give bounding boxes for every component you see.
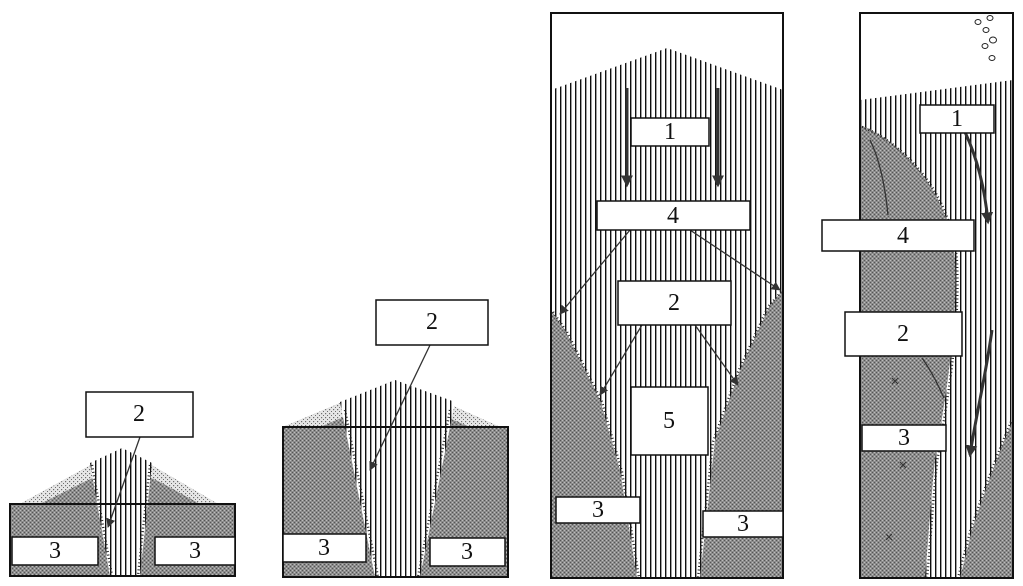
panel-c-label-left: 3 [555, 496, 641, 524]
panel-a-speckled-edge [90, 464, 152, 577]
panel-d-label-top: 1 [919, 104, 995, 134]
panel-a-label-dome: 2 [85, 391, 194, 438]
svg-text:3: 3 [461, 539, 473, 565]
svg-text:3: 3 [737, 511, 749, 537]
svg-text:2: 2 [133, 401, 145, 427]
panel-c-label-top: 1 [630, 117, 710, 147]
panel-d-arrow-mid [921, 357, 945, 399]
panel-b-striped-channel [340, 380, 455, 577]
panel-d-speckled-edge [861, 125, 959, 579]
panel-a-label-right: 3 [154, 536, 236, 566]
panel-c-arrow-4-right [689, 229, 781, 291]
svg-text:3: 3 [49, 538, 61, 564]
panel-d-label-upper: 4 [821, 219, 975, 252]
panel-c-label-right: 3 [702, 510, 784, 538]
panel-a-arrow [106, 436, 141, 528]
panel-d-label-lower: 3 [861, 424, 947, 452]
panel-d-crosses [885, 377, 907, 541]
svg-text:4: 4 [897, 223, 909, 249]
panel-a-label-left: 3 [11, 536, 99, 566]
panel-c: 1 4 2 5 3 3 [550, 12, 784, 579]
svg-text:2: 2 [897, 321, 909, 347]
panel-a: 2 3 3 [9, 391, 236, 577]
panel-c-arrow-2-left [599, 324, 643, 396]
panel-d-arrow-left [869, 139, 889, 216]
panel-b-speckled-edge [343, 409, 452, 578]
panel-d-grey-right-wedge [960, 420, 1013, 578]
panel-b-label-right: 3 [429, 537, 506, 567]
svg-text:3: 3 [318, 535, 330, 561]
svg-text:3: 3 [898, 425, 910, 451]
svg-text:1: 1 [664, 119, 676, 145]
panel-d-arrow-upper [963, 131, 994, 225]
panel-c-arrow-2-right [694, 324, 739, 386]
panel-b-arrow [369, 342, 432, 471]
panel-d-label-middle: 2 [844, 311, 963, 357]
panel-d-bubbles [974, 15, 997, 61]
svg-text:1: 1 [951, 106, 963, 132]
panel-b-label-dome: 2 [375, 299, 489, 346]
panel-d-arrow-lower [965, 329, 994, 458]
svg-text:5: 5 [663, 408, 675, 434]
panel-a-striped-channel [90, 448, 152, 576]
panel-c-arrow-4-left [559, 229, 631, 315]
panel-d-frame [859, 12, 1014, 579]
panel-c-frame [550, 12, 784, 579]
panel-c-label-center: 5 [630, 386, 709, 456]
panel-c-speckled-edge-right [696, 291, 782, 579]
panel-b-frame [282, 426, 509, 578]
svg-text:2: 2 [668, 290, 680, 316]
panel-b: 2 3 3 [282, 299, 509, 578]
svg-text:2: 2 [426, 309, 438, 335]
panel-d: 1 4 2 3 [821, 12, 1014, 579]
svg-text:4: 4 [667, 203, 679, 229]
panel-b-label-left: 3 [282, 533, 367, 563]
svg-text:3: 3 [189, 538, 201, 564]
panel-c-grey-right-wedge [700, 290, 783, 578]
svg-text:3: 3 [592, 497, 604, 523]
panel-c-label-middle: 2 [617, 280, 732, 326]
panel-c-label-upper: 4 [596, 200, 751, 231]
